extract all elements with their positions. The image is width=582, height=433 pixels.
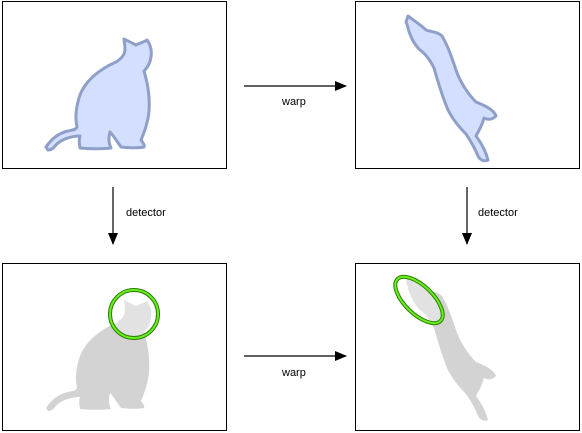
panel-warped-image xyxy=(355,1,580,169)
circular-detection-region xyxy=(108,288,160,340)
panel-warped-detection xyxy=(355,263,580,431)
elliptical-detection-region xyxy=(393,274,445,326)
cat-silhouette xyxy=(44,37,153,152)
detector-label-left: detector xyxy=(126,207,166,219)
warp-label-bottom: warp xyxy=(282,367,306,379)
warped-cat-silhouette xyxy=(404,14,498,163)
detector-label-right: detector xyxy=(478,207,518,219)
warp-label-top: warp xyxy=(282,96,306,108)
